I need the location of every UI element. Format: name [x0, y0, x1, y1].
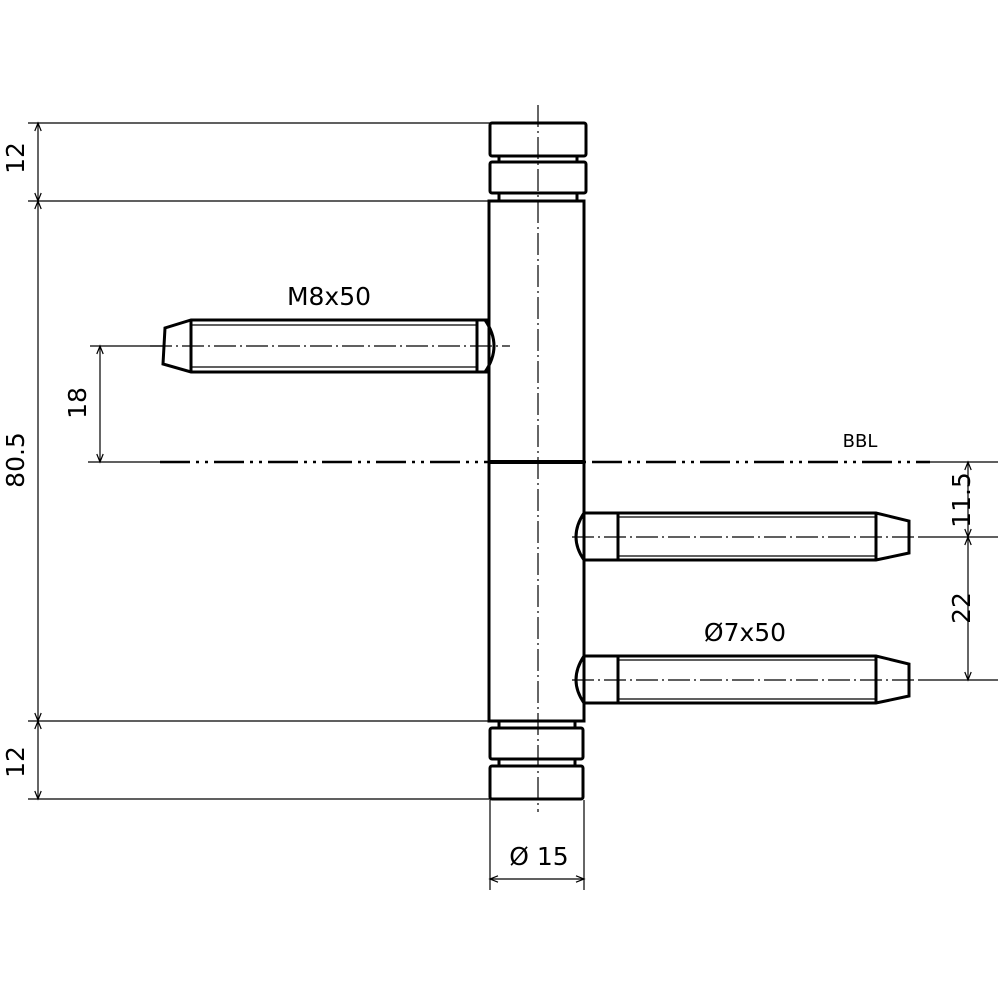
pin-upper: [572, 511, 920, 562]
screw-label: M8x50: [287, 282, 371, 311]
right-dimensions: [920, 460, 998, 682]
screw-m8: [150, 318, 510, 374]
left-dimensions: [28, 121, 490, 801]
dim-pin-spacing: 22: [947, 592, 976, 624]
dim-bottom-knuckle: 12: [1, 746, 30, 778]
pin-lower: [572, 654, 920, 705]
dim-screw-offset: 18: [63, 387, 92, 419]
bottom-knuckles: [488, 721, 585, 801]
bbl-label: BBL: [843, 431, 878, 452]
dim-diameter: Ø 15: [509, 842, 568, 871]
diameter-dimension: [488, 800, 586, 890]
pin-label: Ø7x50: [704, 618, 786, 647]
dim-pin-offset: 11.5: [947, 472, 976, 528]
dim-top-knuckle: 12: [1, 142, 30, 174]
dim-barrel-height: 80.5: [1, 432, 30, 488]
